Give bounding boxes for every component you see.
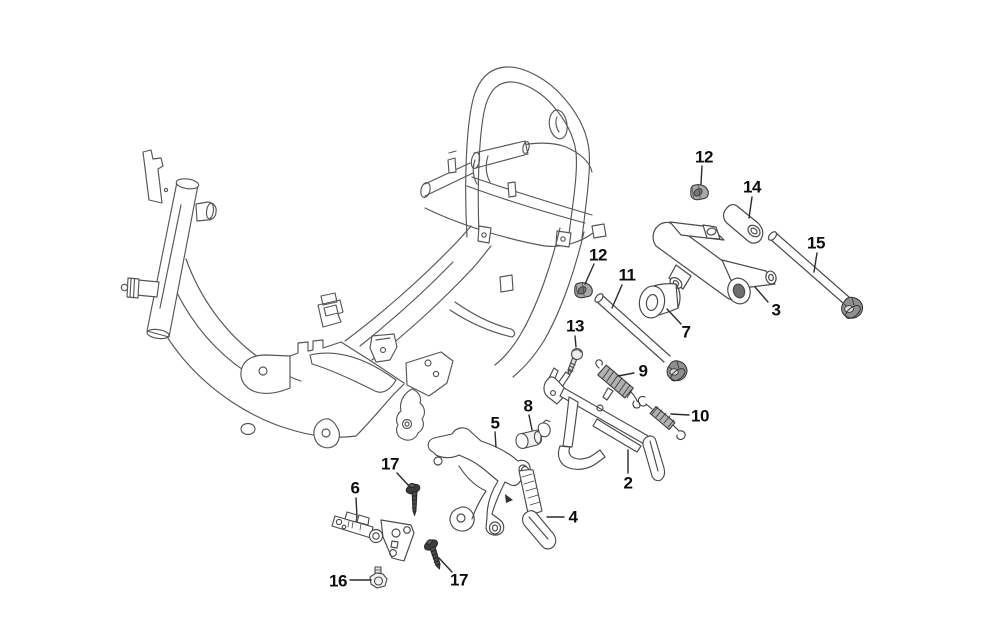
part-2-center-stand-drawing	[543, 367, 666, 482]
leader-lines	[349, 165, 818, 581]
part-number-label: 4	[568, 507, 578, 527]
part-7-roller-drawing	[638, 283, 681, 319]
part-number-label: 17	[450, 570, 468, 590]
part-number-label: 12	[695, 147, 713, 167]
part-number-label: 6	[350, 478, 360, 498]
part-12-clip-lower-drawing	[571, 278, 595, 302]
part-number-label: 8	[523, 396, 533, 416]
leader-line	[611, 284, 623, 309]
leader-line	[754, 286, 769, 303]
leader-line	[617, 372, 635, 377]
leader-line	[396, 472, 410, 487]
part-3-hanger-link-drawing	[652, 221, 777, 305]
part-17-screw-upper-drawing	[405, 483, 421, 516]
frame-drawing	[120, 66, 607, 449]
part-6-bracket-drawing	[331, 511, 415, 562]
part-10-spring-drawing	[637, 395, 686, 440]
part-9-spring-drawing	[595, 359, 641, 409]
part-number-label: 14	[743, 177, 761, 197]
part-number-label: 13	[566, 316, 584, 336]
part-number-label: 15	[807, 233, 825, 253]
leader-line	[528, 414, 533, 431]
part-13-bolt-drawing	[567, 347, 584, 377]
part-number-label: 10	[691, 406, 709, 426]
part-15-pivot-bolt-drawing	[767, 231, 864, 322]
part-17-screw-lower-drawing	[424, 539, 441, 570]
leader-line	[438, 557, 453, 573]
leader-line	[748, 196, 753, 219]
part-number-label: 7	[681, 322, 691, 342]
leader-line	[494, 431, 497, 448]
part-16-bolt-drawing	[369, 566, 388, 589]
part-12-clip-upper-drawing	[687, 180, 711, 204]
part-5-bracket-drawing	[427, 427, 531, 536]
leader-line	[670, 413, 690, 416]
part-number-label: 5	[490, 413, 500, 433]
leader-line	[355, 497, 358, 518]
part-number-label: 17	[381, 454, 399, 474]
part-number-label: 12	[589, 245, 607, 265]
leader-line	[700, 165, 703, 185]
part-number-label: 11	[618, 265, 636, 285]
part-number-label: 16	[329, 571, 347, 591]
part-number-label: 2	[623, 473, 633, 493]
part-8-stopper-drawing	[515, 419, 551, 450]
leader-line	[813, 252, 818, 273]
part-number-label: 3	[771, 300, 781, 320]
leader-line	[584, 263, 595, 285]
leader-line	[574, 335, 577, 348]
leader-line	[666, 308, 682, 325]
part-14-sleeve-drawing	[722, 203, 764, 244]
part-number-label: 9	[638, 361, 648, 381]
part-4-side-stand-drawing	[505, 465, 557, 550]
